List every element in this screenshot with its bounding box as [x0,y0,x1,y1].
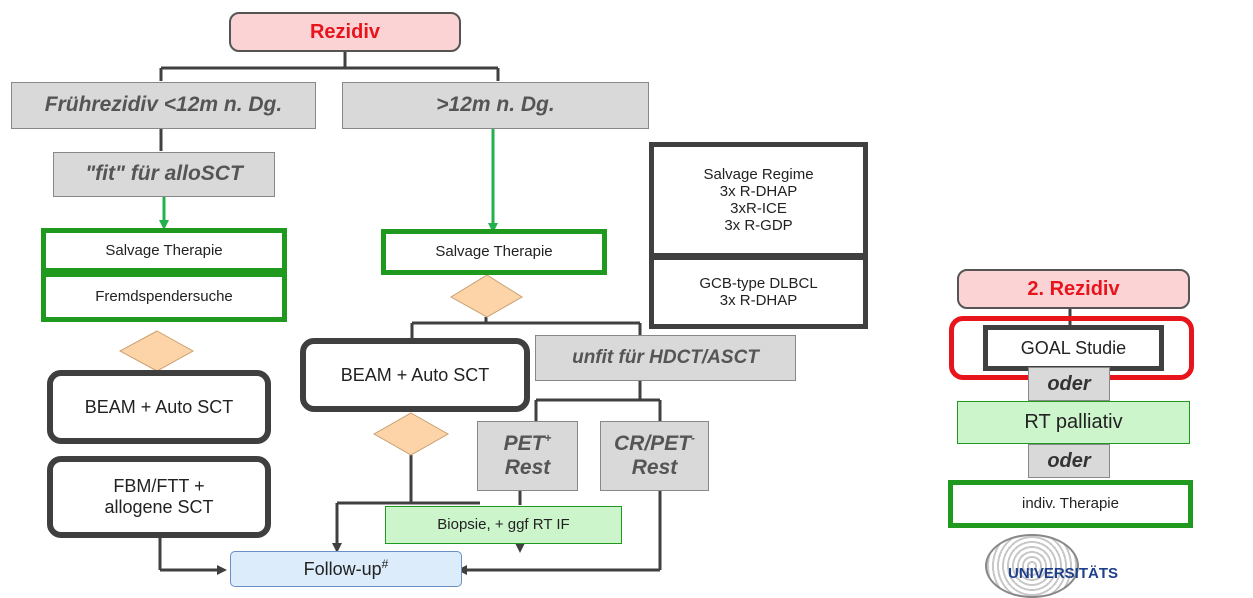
relapse-label: Rezidiv [309,20,381,43]
early-relapse-box: Frührezidiv <12m n. Dg. [11,82,316,129]
fbm-allogeneic-box: FBM/FTT + allogene SCT [47,456,271,538]
regime-line-3: 3xR-ICE [730,200,787,217]
salvage-therapy-left: Salvage Therapie [41,228,287,273]
beam-mid-label: BEAM + Auto SCT [340,364,490,385]
biopsy-label: Biopsie, + ggf RT IF [437,516,570,534]
unfit-hdct-box: unfit für HDCT/ASCT [535,335,796,381]
decision-diamond-left [118,330,195,372]
rt-palliative-label: RT palliativ [1024,411,1123,433]
donor-search-box: Fremdspendersuche [41,272,287,322]
decision-diamond-mid [450,274,523,318]
gcb-line-1: GCB-type DLBCL [699,274,818,292]
cr-pet-rest: Rest [631,456,678,479]
or-label-1: oder [1047,372,1091,395]
rt-palliative-box: RT palliativ [957,401,1190,444]
or-box-2: oder [1028,444,1110,478]
gcb-line-2: 3x R-DHAP [719,292,798,309]
gcb-type-box: GCB-type DLBCL 3x R-DHAP [649,255,868,329]
beam-auto-sct-left: BEAM + Auto SCT [47,370,271,444]
salvage-left-label: Salvage Therapie [105,241,223,259]
or-label-2: oder [1047,449,1091,472]
biopsy-box: Biopsie, + ggf RT IF [385,506,622,544]
cr-pet-line: CR/PET- [613,430,695,455]
unfit-label: unfit für HDCT/ASCT [572,347,759,369]
decision-diamond-mid-lower [372,412,450,456]
beam-left-label: BEAM + Auto SCT [84,396,234,417]
fit-allo-box: "fit" für alloSCT [53,152,275,197]
donor-search-label: Fremdspendersuche [95,288,233,306]
regime-line-1: Salvage Regime [703,165,814,183]
beam-auto-sct-mid: BEAM + Auto SCT [300,338,530,412]
late-relapse-label: >12m n. Dg. [436,93,555,117]
follow-up-label: Follow-up# [303,557,389,580]
goal-study-box: GOAL Studie [983,325,1164,371]
early-relapse-label: Frührezidiv <12m n. Dg. [44,93,283,117]
cr-pet-negative-box: CR/PET- Rest [600,421,709,491]
regime-line-2: 3x R-DHAP [719,182,798,200]
salvage-regime-box: Salvage Regime 3x R-DHAP 3xR-ICE 3x R-GD… [649,142,868,258]
pet-positive-rest: Rest [504,456,551,479]
salvage-mid-label: Salvage Therapie [435,243,553,261]
individual-therapy-box: indiv. Therapie [948,480,1193,528]
regime-line-4: 3x R-GDP [724,217,793,235]
second-relapse-label: 2. Rezidiv [1027,277,1120,300]
goal-study-label: GOAL Studie [1020,337,1127,358]
fbm-label: FBM/FTT + allogene SCT [104,476,214,517]
or-box-1: oder [1028,367,1110,401]
relapse-box: Rezidiv [229,12,461,52]
late-relapse-box: >12m n. Dg. [342,82,649,129]
university-logo-text: UNIVERSITÄTS [1008,565,1119,582]
second-relapse-box: 2. Rezidiv [957,269,1190,309]
pet-positive-line: PET+ [503,430,552,455]
pet-positive-box: PET+ Rest [477,421,578,491]
follow-up-box: Follow-up# [230,551,462,587]
salvage-therapy-mid: Salvage Therapie [381,229,607,275]
individual-therapy-label: indiv. Therapie [1021,495,1119,513]
fit-allo-label: "fit" für alloSCT [85,162,243,186]
